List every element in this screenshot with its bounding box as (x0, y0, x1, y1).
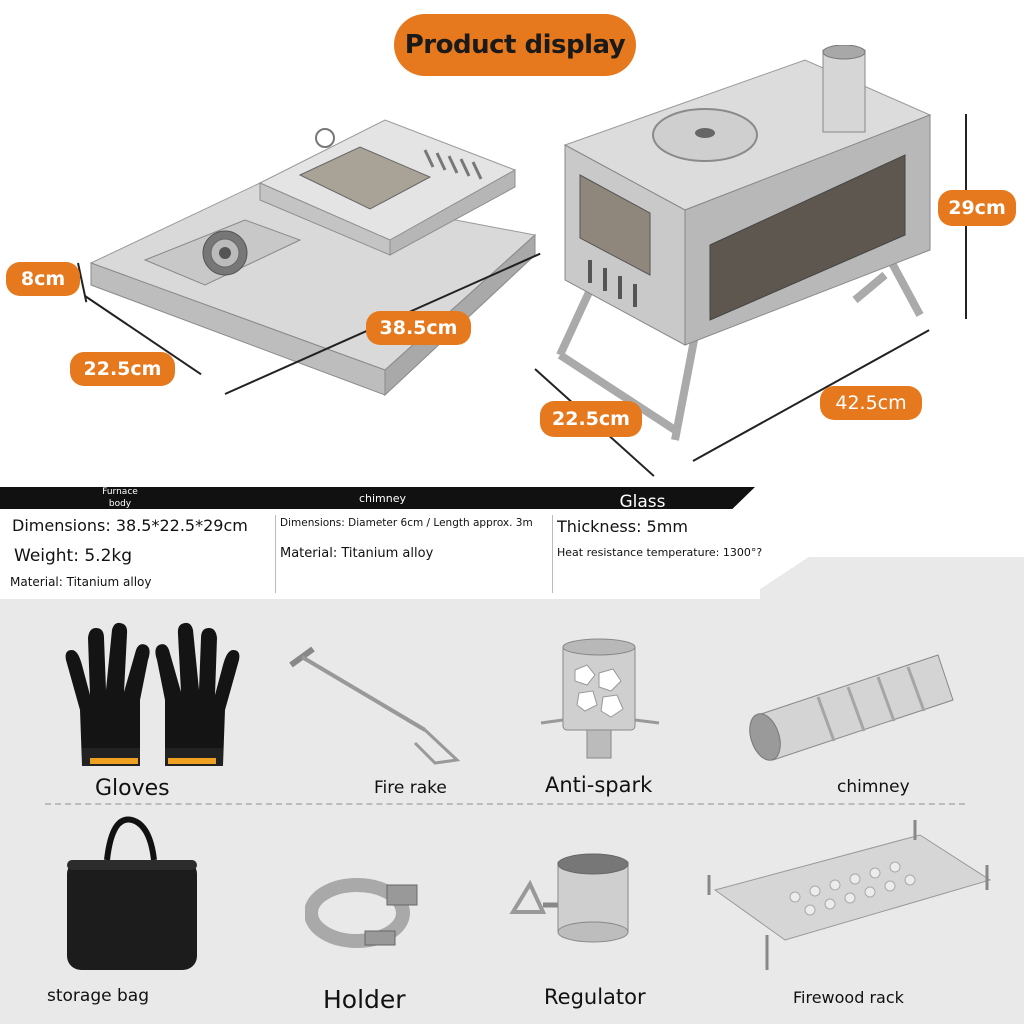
spec-panel-lower (0, 557, 760, 599)
accessory-label-anti-spark: Anti-spark (545, 773, 653, 797)
spec-separator (275, 515, 276, 593)
spec-chimney-material: Material: Titanium alloy (280, 546, 434, 561)
dim-folded-length: 38.5cm (366, 311, 471, 345)
fire-rake-image (289, 646, 461, 765)
accessory-label-regulator: Regulator (544, 985, 646, 1009)
storage-bag-image (67, 816, 197, 970)
section-divider (45, 803, 965, 805)
folded-stove-image (89, 119, 537, 397)
spec-separator (552, 515, 553, 593)
accessory-label-gloves: Gloves (95, 776, 170, 801)
regulator-image (509, 853, 629, 943)
spec-furnace-material: Material: Titanium alloy (10, 575, 152, 589)
dim-folded-width: 22.5cm (70, 352, 175, 386)
dim-open-length: 42.5cm (820, 386, 922, 420)
anti-spark-image (540, 638, 660, 759)
dim-folded-height: 8cm (6, 262, 80, 296)
accessory-label-chimney: chimney (837, 777, 910, 797)
spec-furnace-weight: Weight: 5.2kg (14, 546, 133, 566)
accessory-label-fire-rake: Fire rake (374, 778, 447, 798)
spec-glass-thickness: Thickness: 5mm (557, 517, 688, 536)
dim-open-height: 29cm (938, 190, 1016, 226)
accessory-label-storage-bag: storage bag (47, 986, 149, 1006)
spec-furnace-title: Furnace body (102, 487, 138, 509)
chimney-image (749, 654, 954, 761)
page-title: Product display (394, 14, 636, 76)
holder-image (305, 878, 418, 948)
accessory-label-holder: Holder (323, 985, 406, 1014)
spec-glass-title: Glass (619, 492, 666, 512)
spec-band (0, 487, 755, 509)
dim-open-width: 22.5cm (540, 401, 642, 437)
spec-panel (0, 509, 1024, 557)
spec-chimney-dimensions: Dimensions: Diameter 6cm / Length approx… (280, 517, 533, 529)
spec-glass-heat: Heat resistance temperature: 1300°? (557, 546, 763, 559)
accessory-label-firewood-rack: Firewood rack (793, 988, 904, 1007)
open-stove-image (556, 45, 932, 441)
spec-furnace-dimensions: Dimensions: 38.5*22.5*29cm (12, 516, 248, 535)
firewood-rack-image (707, 820, 992, 970)
spec-chimney-title: chimney (358, 492, 407, 505)
gloves-image (65, 622, 240, 766)
